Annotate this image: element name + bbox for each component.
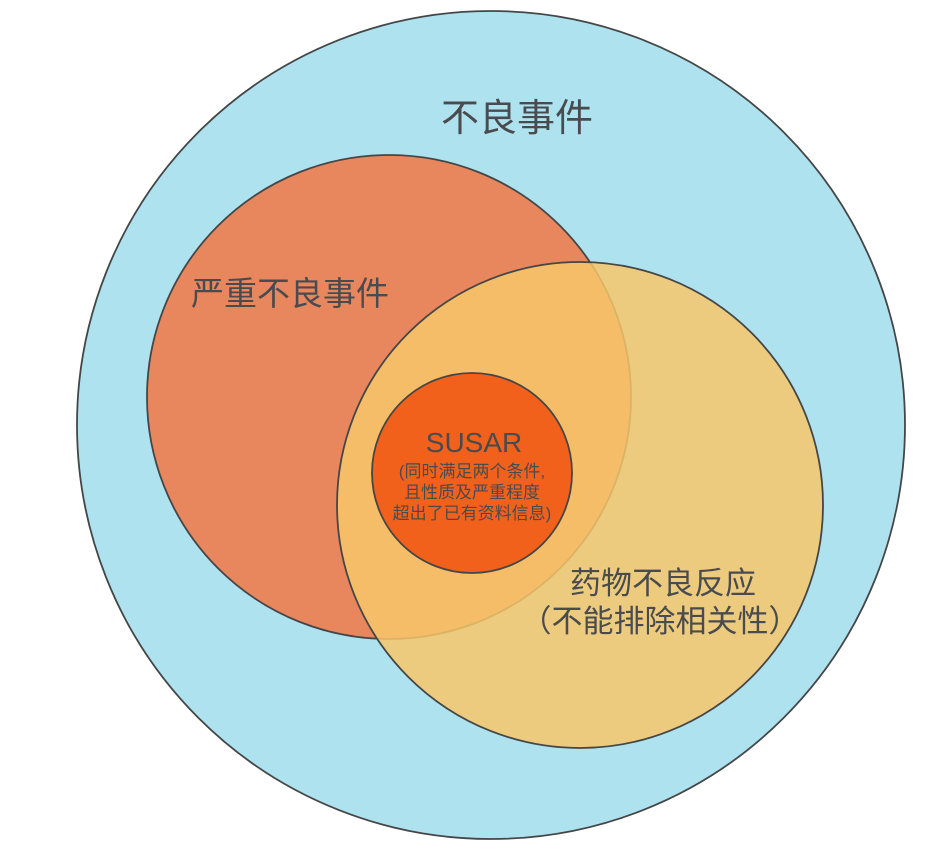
- adverse-drug-reaction-label: 药物不良反应: [570, 566, 756, 601]
- susar-label: SUSAR: [426, 427, 522, 458]
- susar-note-line2: 且性质及严重程度: [404, 483, 540, 502]
- susar-circle: [371, 372, 573, 574]
- adverse-event-label: 不良事件: [441, 98, 593, 140]
- serious-adverse-event-label: 严重不良事件: [191, 275, 389, 312]
- susar-note-line1: (同时满足两个条件,: [399, 462, 545, 481]
- adverse-drug-reaction-sublabel: （不能排除相关性）: [521, 604, 800, 639]
- susar-note-line3: 超出了已有资料信息): [393, 504, 552, 523]
